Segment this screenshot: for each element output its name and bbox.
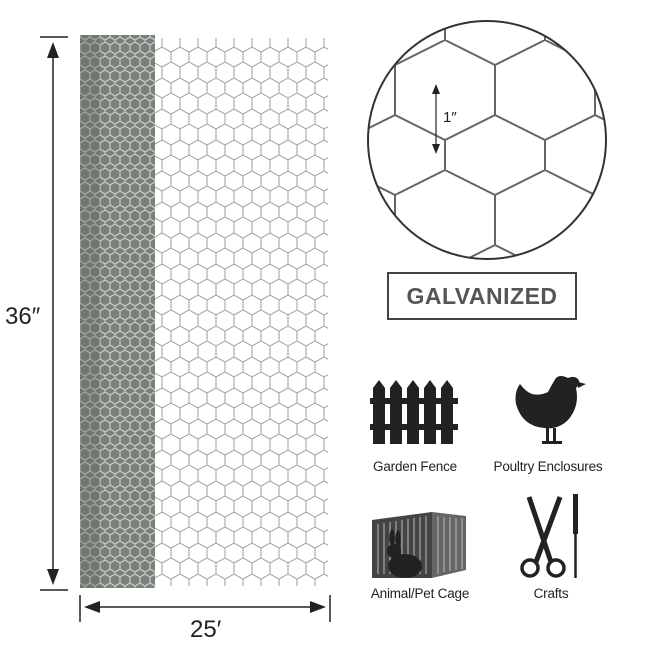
mesh-closeup (367, 20, 607, 260)
rabbit-cage-icon (372, 512, 466, 578)
width-label: 25′ (190, 616, 222, 643)
height-dimension-arrow (40, 36, 68, 591)
fence-icon (370, 380, 458, 444)
width-dimension-arrow (79, 595, 331, 622)
use-label-garden-fence: Garden Fence (373, 459, 457, 474)
mesh-size-label: 1″ (443, 109, 457, 126)
scissors-icon (520, 494, 578, 578)
galvanized-label: GALVANIZED (387, 272, 577, 320)
height-label: 36″ (5, 303, 41, 330)
use-label-pet-cage: Animal/Pet Cage (370, 586, 470, 601)
use-label-poultry: Poultry Enclosures (493, 459, 603, 474)
unrolled-mesh (150, 38, 328, 586)
use-label-crafts: Crafts (533, 586, 569, 601)
chicken-icon (515, 376, 586, 444)
